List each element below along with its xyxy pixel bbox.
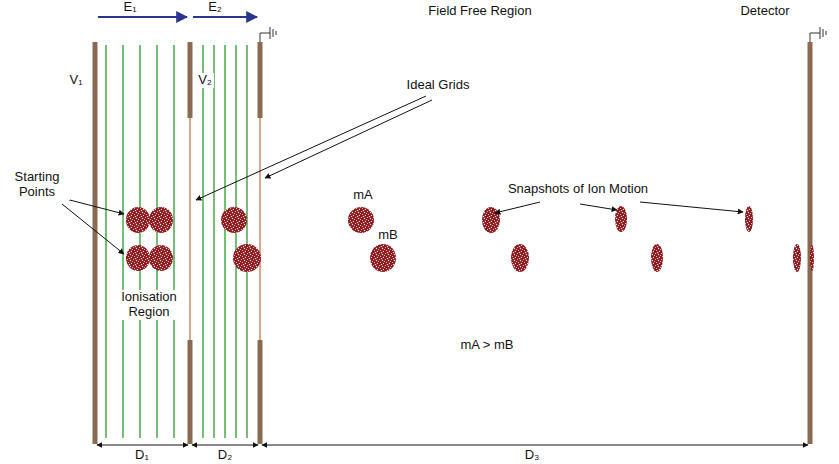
field-line	[139, 45, 140, 438]
ion-cloud	[233, 244, 261, 272]
ion-cloud	[348, 207, 374, 233]
ion-cloud	[370, 244, 396, 272]
ion-cloud	[126, 245, 150, 271]
ground-symbol	[260, 27, 276, 42]
dimension-arrow	[262, 445, 808, 446]
field-line	[156, 45, 157, 438]
dimension-label: D₂	[216, 448, 234, 463]
leader-line	[640, 202, 743, 212]
start-label: Starting Points	[4, 170, 70, 200]
detector-label: Detector	[738, 4, 791, 19]
ion-cloud	[149, 207, 173, 233]
ion-cloud	[149, 245, 173, 271]
field-line	[105, 45, 106, 438]
ion-cloud	[221, 207, 247, 233]
dimension-label: D₁	[133, 448, 151, 463]
extraction-plate	[188, 42, 193, 118]
ideal-grid	[259, 118, 260, 340]
grid-label: Ideal Grids	[405, 78, 472, 93]
field-line	[213, 45, 214, 438]
ion-cloud	[482, 207, 500, 233]
snapshot-label: Snapshots of Ion Motion	[506, 182, 650, 197]
ground-plate	[258, 42, 263, 118]
field-line	[122, 45, 123, 438]
mass-label: mA	[351, 188, 375, 203]
field-line	[246, 45, 247, 438]
field-line	[224, 45, 225, 438]
ion-cloud	[745, 206, 753, 232]
ground-symbol	[810, 27, 826, 42]
apparatus	[62, 17, 826, 445]
field-arrow	[98, 16, 187, 18]
leader-line	[495, 202, 540, 213]
field-label: E₂	[206, 0, 224, 15]
voltage-label: V₂	[196, 73, 214, 88]
ground-plate	[258, 340, 263, 444]
region-label: Ionisation Region	[110, 290, 188, 320]
leader-line	[62, 204, 124, 254]
field-line	[235, 45, 236, 438]
region-label: Field Free Region	[426, 4, 533, 19]
ion-cloud	[126, 207, 150, 233]
ion-cloud	[793, 244, 801, 272]
mass-label: mB	[376, 228, 400, 243]
mass-relation: mA > mB	[458, 338, 515, 353]
field-line	[202, 45, 203, 438]
voltage-label: V₁	[67, 73, 84, 88]
ion-cloud	[651, 244, 663, 272]
leader-line	[580, 204, 617, 210]
detector-plate	[808, 42, 813, 444]
dimension-label: D₃	[523, 448, 542, 463]
leader-line	[265, 100, 432, 178]
dimension-arrow	[97, 445, 188, 446]
field-arrow	[193, 16, 257, 18]
ideal-grid	[189, 118, 190, 340]
ion-cloud	[810, 245, 814, 271]
extraction-plate	[188, 340, 193, 444]
ion-cloud	[511, 244, 529, 272]
repeller-plate	[93, 42, 98, 444]
field-line	[173, 45, 174, 438]
field-label: E₁	[121, 0, 138, 15]
dimension-arrow	[192, 445, 258, 446]
leader-line	[196, 96, 426, 200]
